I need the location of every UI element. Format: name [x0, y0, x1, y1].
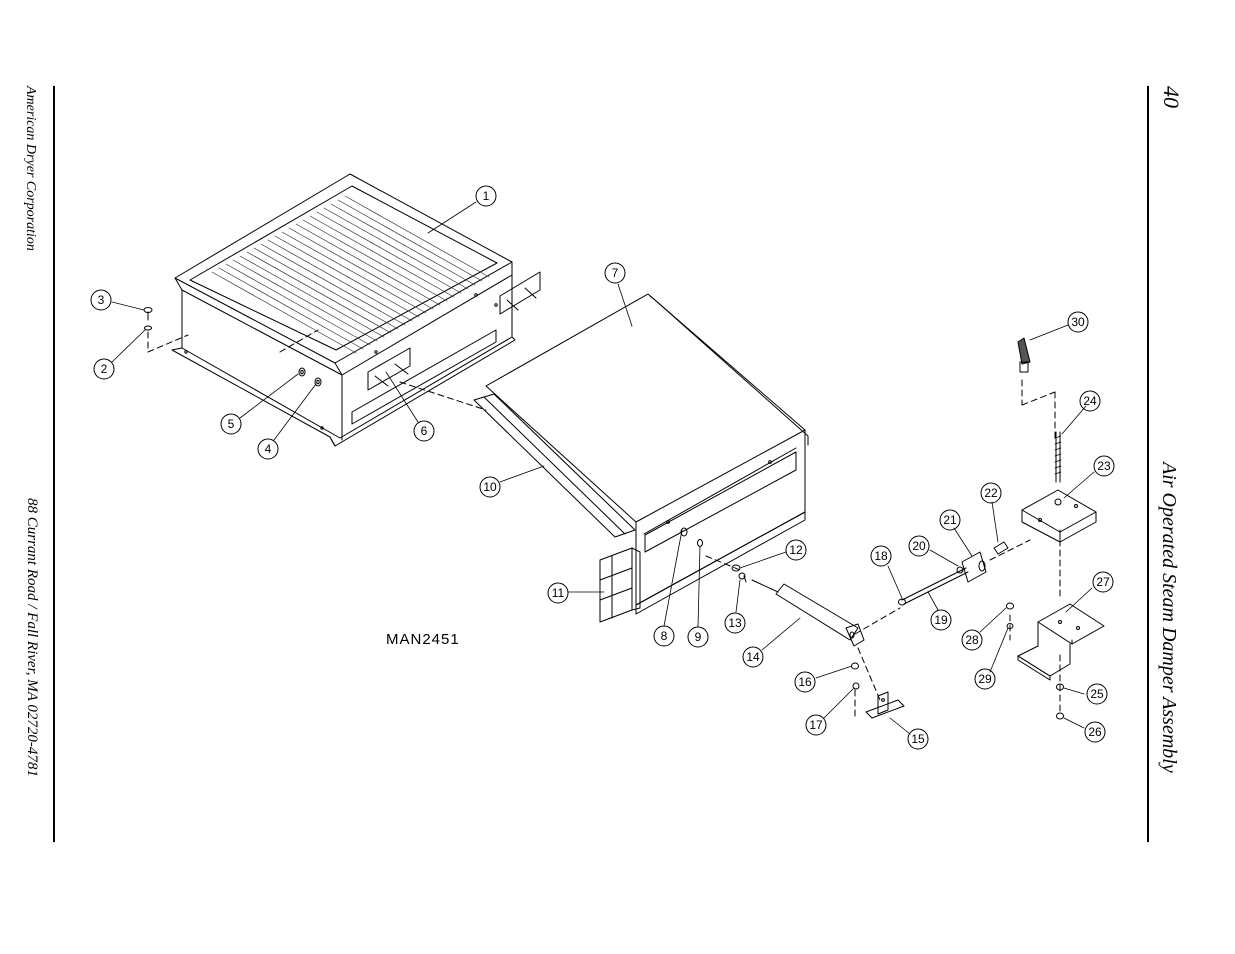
gasket-block [600, 548, 640, 622]
balloon-3-label: 3 [98, 293, 105, 307]
balloon-29: 29 [974, 668, 996, 690]
balloon-9: 9 [687, 626, 709, 648]
balloon-20-label: 20 [912, 539, 926, 553]
balloon-28: 28 [961, 629, 983, 651]
balloon-11: 11 [547, 582, 569, 604]
balloon-26-label: 26 [1088, 725, 1102, 739]
clevis-bracket [866, 692, 904, 718]
balloon-10: 10 [479, 476, 501, 498]
balloon-28-label: 28 [965, 633, 979, 647]
balloon-30: 30 [1067, 311, 1089, 333]
balloon-3: 3 [90, 289, 112, 311]
balloon-25-label: 25 [1090, 687, 1104, 701]
balloon-5: 5 [220, 413, 242, 435]
balloon-25: 25 [1086, 683, 1108, 705]
balloon-22: 22 [980, 482, 1002, 504]
balloon-23: 23 [1093, 455, 1115, 477]
leader-lines [112, 202, 1094, 734]
balloon-8: 8 [653, 625, 675, 647]
balloon-26: 26 [1084, 721, 1106, 743]
bracket-fasteners [1006, 602, 1064, 720]
balloon-22-label: 22 [984, 486, 998, 500]
balloon-30-label: 30 [1071, 315, 1085, 329]
fasteners [143, 307, 746, 583]
clevis-fasteners [851, 662, 860, 690]
balloon-12: 12 [785, 539, 807, 561]
assembly-center-lines [148, 330, 1060, 718]
balloon-2-label: 2 [101, 362, 108, 376]
balloon-16: 16 [794, 671, 816, 693]
damper-cover [486, 294, 808, 614]
balloon-21-label: 21 [943, 513, 957, 527]
balloon-7: 7 [604, 262, 626, 284]
valve-block [1022, 490, 1096, 542]
seal-strip [474, 394, 635, 537]
balloon-27-label: 27 [1096, 575, 1110, 589]
balloon-24-label: 24 [1083, 394, 1097, 408]
balloon-1: 1 [475, 185, 497, 207]
balloon-6-label: 6 [421, 424, 428, 438]
balloon-13: 13 [724, 612, 746, 634]
z-bracket [1018, 604, 1104, 680]
drawing-id: MAN2451 [386, 631, 460, 648]
threaded-rod [1055, 432, 1061, 482]
damper-box [172, 174, 515, 446]
actuator-linkage [898, 542, 1009, 606]
balloon-4: 4 [257, 438, 279, 460]
air-cylinder [752, 580, 864, 646]
left-rule [53, 86, 55, 842]
mounting-bracket [368, 272, 540, 390]
balloon-8-label: 8 [661, 629, 668, 643]
balloon-12-label: 12 [789, 543, 803, 557]
balloon-9-label: 9 [695, 630, 702, 644]
balloon-15-label: 15 [911, 732, 925, 746]
balloon-4-label: 4 [265, 442, 272, 456]
balloon-19: 19 [930, 609, 952, 631]
balloon-16-label: 16 [798, 675, 812, 689]
balloon-7-label: 7 [612, 266, 619, 280]
balloon-14-label: 14 [746, 650, 760, 664]
balloon-20: 20 [908, 535, 930, 557]
balloon-17-label: 17 [809, 718, 823, 732]
balloon-13-label: 13 [728, 616, 742, 630]
balloon-18-label: 18 [874, 549, 888, 563]
balloon-10-label: 10 [483, 480, 497, 494]
part-balloons: 1 2 3 4 5 6 7 8 9 10 11 12 13 14 15 16 1… [90, 185, 1115, 750]
muffler [1018, 338, 1030, 372]
balloon-5-label: 5 [228, 417, 235, 431]
balloon-15: 15 [907, 728, 929, 750]
right-rule [1147, 86, 1149, 842]
balloon-18: 18 [870, 545, 892, 567]
balloon-24: 24 [1079, 390, 1101, 412]
balloon-14: 14 [742, 646, 764, 668]
balloon-19-label: 19 [934, 613, 948, 627]
balloon-21: 21 [939, 509, 961, 531]
balloon-29-label: 29 [978, 672, 992, 686]
balloon-27: 27 [1092, 571, 1114, 593]
balloon-6: 6 [413, 420, 435, 442]
balloon-23-label: 23 [1097, 459, 1111, 473]
balloon-1-label: 1 [483, 189, 490, 203]
balloon-2: 2 [93, 358, 115, 380]
balloon-17: 17 [805, 714, 827, 736]
balloon-11-label: 11 [552, 586, 565, 600]
